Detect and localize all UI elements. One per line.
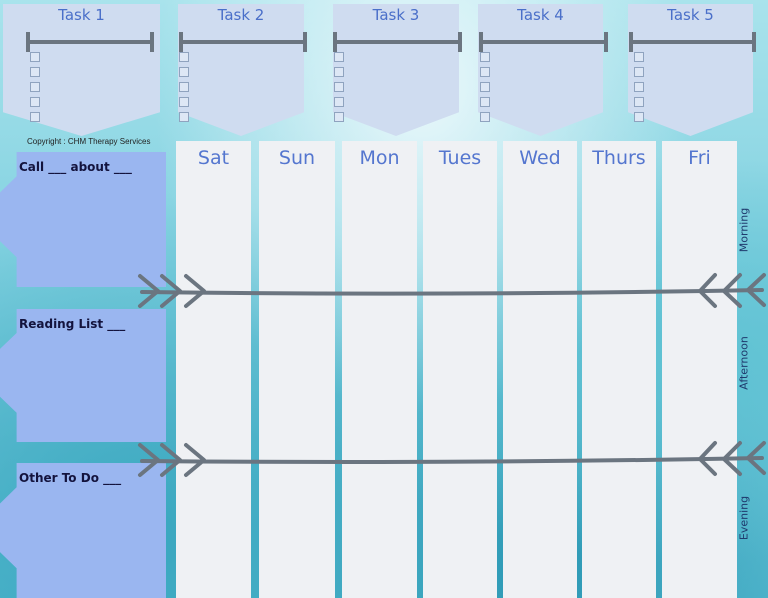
task-checkbox[interactable]	[480, 97, 490, 107]
task-pocket-2: Task 2	[178, 4, 304, 136]
task-checkbox[interactable]	[634, 112, 644, 122]
task-checkbox-list	[334, 52, 344, 127]
task-checkbox[interactable]	[179, 67, 189, 77]
task-checkbox[interactable]	[179, 97, 189, 107]
side-tag-call: Call ___ about ___	[0, 152, 166, 287]
task-title: Task 1	[58, 6, 105, 24]
task-title: Task 4	[517, 6, 564, 24]
task-checkbox[interactable]	[480, 112, 490, 122]
day-column-sat[interactable]: Sat	[176, 141, 251, 598]
task-divider-end	[333, 32, 337, 52]
task-checkbox-list	[634, 52, 644, 127]
day-header: Wed	[519, 147, 561, 169]
task-checkbox-list	[30, 52, 40, 127]
task-checkbox[interactable]	[179, 112, 189, 122]
copyright-text: Copyright : CHM Therapy Services	[27, 137, 151, 146]
task-checkbox[interactable]	[30, 67, 40, 77]
task-checkbox[interactable]	[334, 97, 344, 107]
day-header: Sun	[278, 147, 316, 169]
task-divider-end	[150, 32, 154, 52]
task-checkbox[interactable]	[334, 52, 344, 62]
task-pocket-4: Task 4	[478, 4, 603, 136]
day-header: Thurs	[592, 147, 646, 169]
day-header: Mon	[359, 147, 400, 169]
day-column-sun[interactable]: Sun	[259, 141, 335, 598]
task-divider-end	[179, 32, 183, 52]
task-divider-end	[458, 32, 462, 52]
task-checkbox[interactable]	[334, 67, 344, 77]
task-checkbox-list	[179, 52, 189, 127]
task-checkbox[interactable]	[179, 52, 189, 62]
arrow-divider-1	[138, 273, 766, 308]
task-checkbox[interactable]	[30, 97, 40, 107]
day-header: Sat	[197, 147, 230, 169]
task-divider-end	[604, 32, 608, 52]
task-checkbox[interactable]	[634, 52, 644, 62]
task-divider-bar	[481, 40, 606, 44]
task-title: Task 3	[372, 6, 420, 24]
task-checkbox[interactable]	[634, 82, 644, 92]
task-divider-end	[303, 32, 307, 52]
day-column-wed[interactable]: Wed	[503, 141, 577, 598]
task-divider-end	[479, 32, 483, 52]
side-tag-reading: Reading List ___	[0, 309, 166, 442]
task-title: Task 2	[217, 6, 265, 24]
task-divider-bar	[27, 40, 153, 44]
task-checkbox[interactable]	[334, 112, 344, 122]
task-checkbox[interactable]	[30, 52, 40, 62]
task-pocket-3: Task 3	[333, 4, 459, 136]
task-checkbox[interactable]	[480, 52, 490, 62]
task-pocket-1: Task 1	[3, 4, 160, 136]
task-divider-bar	[335, 40, 461, 44]
task-pocket-5: Task 5	[628, 4, 753, 136]
task-checkbox[interactable]	[334, 82, 344, 92]
task-title: Task 5	[667, 6, 714, 24]
day-column-fri[interactable]: Fri	[662, 141, 737, 598]
side-tag-other: Other To Do ___	[0, 463, 166, 598]
task-divider-end	[629, 32, 633, 52]
side-tag-label: Other To Do ___	[19, 471, 122, 485]
task-checkbox[interactable]	[634, 97, 644, 107]
task-divider-end	[26, 32, 30, 52]
task-divider-bar	[181, 40, 306, 44]
day-column-mon[interactable]: Mon	[342, 141, 417, 598]
day-header: Tues	[438, 147, 482, 169]
task-checkbox-list	[480, 52, 490, 127]
side-tag-label: Reading List ___	[19, 317, 126, 331]
task-divider-bar	[631, 40, 755, 44]
side-tag-label: Call ___ about ___	[19, 160, 132, 174]
task-checkbox[interactable]	[30, 112, 40, 122]
day-column-thurs[interactable]: Thurs	[582, 141, 656, 598]
arrow-divider-2	[138, 441, 766, 477]
day-column-tues[interactable]: Tues	[423, 141, 497, 598]
task-checkbox[interactable]	[480, 67, 490, 77]
task-divider-end	[752, 32, 756, 52]
task-checkbox[interactable]	[179, 82, 189, 92]
task-checkbox[interactable]	[634, 67, 644, 77]
task-checkbox[interactable]	[480, 82, 490, 92]
day-header: Fri	[688, 147, 711, 169]
task-checkbox[interactable]	[30, 82, 40, 92]
